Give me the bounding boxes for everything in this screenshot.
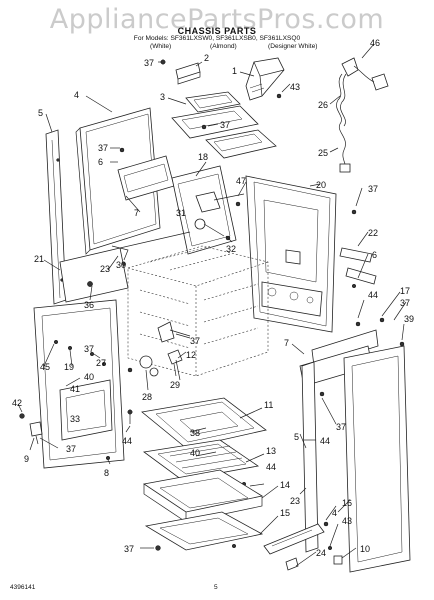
callout-23-b: 23	[290, 496, 300, 506]
callout-37-j: 37	[336, 422, 346, 432]
callout-27: 27	[96, 358, 106, 368]
variant-almond: (Almond)	[210, 43, 237, 50]
part-front-frame-8	[33, 299, 125, 469]
callout-6-left: 6	[98, 157, 103, 167]
callout-20: 20	[316, 180, 326, 190]
callout-32: 32	[226, 244, 236, 254]
callout-17: 17	[400, 286, 410, 296]
callout-37-d: 37	[368, 184, 378, 194]
callout-44-a: 44	[122, 436, 132, 446]
callout-31: 31	[176, 208, 186, 218]
models-line: For Models: SF361LXSW0, SF361LXSB0, SF36…	[133, 35, 301, 42]
page-number: 5	[214, 584, 218, 591]
callout-18: 18	[198, 152, 208, 162]
callout-29: 29	[170, 380, 180, 390]
callout-19: 19	[64, 362, 74, 372]
callout-2: 2	[204, 53, 209, 63]
part-oven-door-4	[299, 317, 411, 573]
callout-1: 1	[232, 66, 237, 76]
callout-9: 9	[24, 454, 29, 464]
callout-7-left: 7	[134, 208, 139, 218]
callout-37-e: 37	[84, 344, 94, 354]
part-rear-panel-20	[245, 175, 357, 333]
callout-37-f: 37	[66, 444, 76, 454]
callout-39: 39	[404, 314, 414, 324]
part-screw-44-left	[127, 409, 133, 424]
callout-21: 21	[34, 254, 44, 264]
callout-37-g: 37	[190, 336, 200, 346]
part-screws-42-9	[19, 413, 111, 461]
part-strap-22	[339, 247, 377, 289]
callout-3: 3	[160, 92, 165, 102]
callout-7-right: 7	[284, 338, 289, 348]
callout-30: 30	[116, 260, 126, 270]
part-drawer-front-15	[144, 511, 264, 551]
callout-23-a: 23	[100, 264, 110, 274]
callout-44-c: 44	[368, 290, 378, 300]
callout-42: 42	[12, 398, 22, 408]
variant-designer-white: (Designer White)	[268, 43, 318, 50]
part-wiring-harness	[336, 57, 389, 173]
callout-labels: 2 37 1 43 46 26 25 4 5 3 37 37 6 7 18 47…	[12, 38, 414, 558]
doc-number: 4396141	[10, 584, 36, 591]
part-manifold-box-18	[119, 165, 245, 255]
callout-37-b: 37	[220, 120, 230, 130]
part-drawer-14	[142, 469, 264, 523]
callout-40-b: 40	[190, 448, 200, 458]
callout-47: 47	[236, 176, 246, 186]
callout-36: 36	[84, 300, 94, 310]
callout-16: 16	[342, 498, 352, 508]
part-bracket-30	[111, 245, 129, 266]
callout-12: 12	[186, 350, 196, 360]
callout-25: 25	[318, 148, 328, 158]
part-igniter-28	[127, 321, 191, 381]
callout-38: 38	[190, 428, 200, 438]
callout-4-right: 4	[332, 508, 337, 518]
callout-11: 11	[264, 400, 273, 410]
part-bracket-2	[160, 59, 201, 85]
callout-10: 10	[360, 544, 370, 554]
part-hinge-16	[263, 521, 343, 571]
callout-22: 22	[368, 228, 378, 238]
callout-45: 45	[40, 362, 50, 372]
callout-33: 33	[70, 414, 80, 424]
callout-44-d: 44	[320, 436, 330, 446]
part-broiler-pan-11	[141, 397, 267, 449]
callout-28: 28	[142, 392, 152, 402]
callout-8: 8	[104, 468, 109, 478]
callout-46: 46	[370, 38, 380, 48]
callout-43-a: 43	[290, 82, 300, 92]
part-burner-box-3	[171, 91, 277, 159]
callout-13: 13	[266, 446, 276, 456]
part-broiler-grid-13	[142, 439, 260, 487]
callout-5-right: 5	[294, 432, 299, 442]
variant-white: (White)	[150, 43, 172, 50]
callout-40-a: 40	[84, 372, 94, 382]
callout-15: 15	[280, 508, 290, 518]
oven-cavity-outline	[127, 245, 269, 377]
callout-44-b: 44	[266, 462, 276, 472]
callout-5-left: 5	[38, 108, 43, 118]
callout-14: 14	[280, 480, 290, 490]
part-vent-duct-1	[245, 57, 285, 101]
callout-41: 41	[70, 384, 80, 394]
callout-37-c: 37	[98, 143, 108, 153]
callout-37-i: 37	[400, 298, 410, 308]
callout-43-b: 43	[342, 516, 352, 526]
leader-lines	[17, 43, 407, 567]
watermark: AppliancePartsPros.com	[49, 4, 385, 35]
callout-6-right: 6	[372, 250, 377, 260]
part-oven-liner-21	[59, 247, 129, 303]
callout-4-left: 4	[74, 90, 79, 100]
callout-24: 24	[316, 548, 326, 558]
callout-26: 26	[318, 100, 328, 110]
diagram-title: CHASSIS PARTS	[177, 26, 257, 36]
callout-37-h: 37	[124, 544, 134, 554]
callout-37-a: 37	[144, 58, 154, 68]
